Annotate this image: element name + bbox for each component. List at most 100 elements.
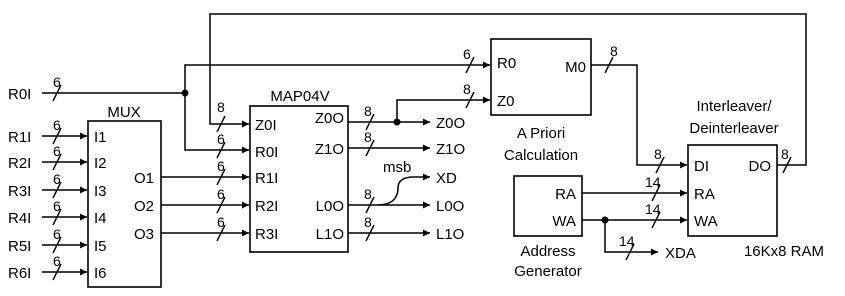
interleaver-ram-caption: 16Kx8 RAM [744,243,824,260]
mux-port-o2: O2 [134,198,154,215]
apriori-port-z0: Z0 [497,93,515,110]
input-r3i: R3I [8,183,31,200]
interleaver-title-2: Deinterleaver [689,120,778,137]
map-port-z0o: Z0O [315,110,344,127]
address-generator-ports: RA WA [552,186,576,230]
bus-width-r3i: 6 [53,171,61,187]
junction-z0o [393,118,401,126]
bus-width-r1i: 6 [53,117,61,133]
input-r4i: R4I [8,210,31,227]
interleaver-title-1: Interleaver/ [696,98,772,115]
interleaver-port-do: DO [749,158,772,175]
input-r6i: R6I [8,265,31,282]
slash-di [655,156,665,174]
bus-width-r4i: 6 [53,198,61,214]
wire-xda [604,220,658,256]
input-r2i: R2I [8,155,31,172]
interleaver-ports: DI RA WA DO [694,158,771,230]
slash-map-r0i [216,141,226,159]
map-port-l1o: L1O [316,226,344,243]
slash-r1i [52,127,62,145]
mux-port-o3: O3 [134,226,154,243]
input-signals: R0I R1I R2I R3I R4I R5I R6I [8,86,31,282]
output-xd: XD [436,170,457,187]
output-l1o: L1O [436,226,464,243]
map-port-r1i: R1I [255,170,278,187]
apriori-port-r0: R0 [497,55,516,72]
bus-width-apriori-z0: 8 [463,81,471,97]
slash-apriori-z0 [465,91,475,109]
map-port-l0o: L0O [316,198,344,215]
apriori-caption-2: Calculation [504,147,578,164]
address-gen-port-ra: RA [555,186,576,203]
junction-r0i [181,89,189,97]
wire-z0o-to-apriori [396,96,490,122]
output-xda: XDA [665,245,696,262]
bus-width-xda: 14 [619,233,635,249]
apriori-ports: R0 Z0 M0 [497,55,586,110]
slash-xda [625,243,635,261]
map-port-r2i: R2I [255,198,278,215]
slash-z0o [365,113,375,131]
bus-width-r5i: 6 [53,226,61,242]
address-generator-caption-1: Address [520,243,575,260]
bus-width-z1o: 8 [364,129,372,145]
bus-width-map-r3i: 6 [217,214,225,230]
map04v-block [249,105,349,253]
slash-r4i [52,208,62,226]
mux-ports: I1 I2 I3 I4 I5 I6 O1 O2 O3 [94,129,154,282]
slash-r0i [52,84,62,102]
wire-msb-xd [377,173,430,206]
mux-title: MUX [107,104,140,121]
output-z0o: Z0O [436,115,465,132]
slash-l0o [365,196,375,214]
bus-width-map-r1i: 6 [217,158,225,174]
slash-wa [651,211,661,229]
input-r5i: R5I [8,238,31,255]
wire-m0-di [591,64,687,169]
slash-r2i [52,153,62,171]
mux-port-i6: I6 [94,265,107,282]
wire-r0i-main [42,92,249,154]
slash-apriori-r0 [465,56,475,74]
slash-ra [651,184,661,202]
mux-port-i4: I4 [94,210,107,227]
bus-width-map-r0i: 6 [217,131,225,147]
interleaver-port-wa: WA [694,213,718,230]
mux-port-i2: I2 [94,155,107,172]
bus-slashes [52,56,792,281]
slash-z1o [365,139,375,157]
wire-r0i-to-apriori [184,61,490,93]
map-port-r0i: R0I [255,144,278,161]
interleaver-port-ra: RA [694,186,715,203]
output-signals: Z0O Z1O XD L0O L1O msb XDA [383,115,696,262]
mux-port-i3: I3 [94,183,107,200]
slash-r6i [52,263,62,281]
interleaver-port-di: DI [694,158,709,175]
map-port-z1o: Z1O [315,141,344,158]
map04v-ports: Z0I R0I R1I R2I R3I Z0O Z1O L0O L1O [255,110,344,243]
slash-map-r1i [216,168,226,186]
apriori-port-m0: M0 [565,59,586,76]
bus-width-r0i: 6 [53,74,61,90]
map-port-r3i: R3I [255,226,278,243]
address-generator-block [513,175,583,237]
output-z1o: Z1O [436,141,465,158]
slash-r5i [52,236,62,254]
mux-port-i5: I5 [94,238,107,255]
output-l0o: L0O [436,198,464,215]
junction-wa [601,216,609,224]
apriori-block [490,38,592,116]
slash-map-r2i [216,196,226,214]
slash-l1o [365,224,375,242]
bus-width-ra: 14 [645,174,661,190]
bus-width-r2i: 6 [53,143,61,159]
bus-widths: 6 6 6 6 6 6 6 8 6 6 6 6 8 8 8 8 6 8 8 8 … [53,43,789,269]
slash-do [782,156,792,174]
address-gen-port-wa: WA [552,213,576,230]
bus-width-wa: 14 [645,201,661,217]
slash-r3i [52,181,62,199]
input-r1i: R1I [8,129,31,146]
bus-width-z0o: 8 [364,103,372,119]
address-generator-caption-2: Generator [514,263,582,280]
